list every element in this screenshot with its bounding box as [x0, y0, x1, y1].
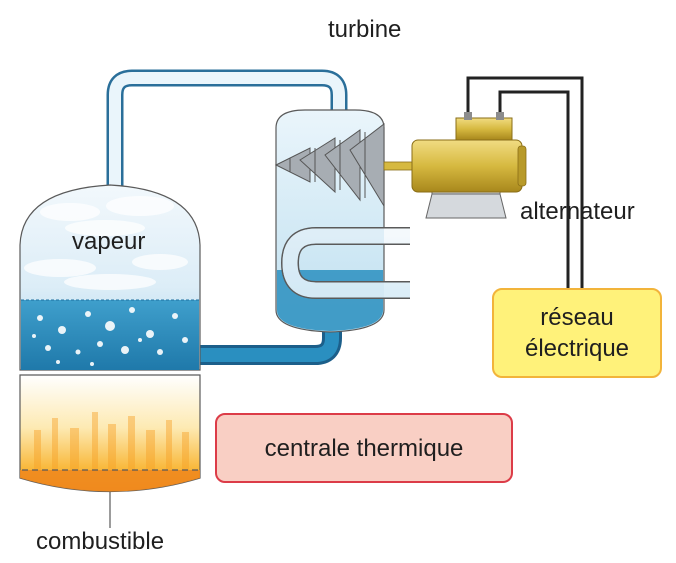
- boiler-water: [21, 300, 199, 370]
- alternator: [411, 112, 527, 219]
- reseau-line1: réseau: [540, 304, 614, 331]
- water-bubbles: [32, 307, 188, 366]
- alternateur-label: alternateur: [520, 198, 635, 225]
- steam-pipe: [106, 69, 348, 190]
- boiler: [19, 184, 201, 371]
- turbine-blades: [274, 122, 385, 208]
- turbine-label: turbine: [328, 16, 402, 43]
- centrale-thermique-box: centrale thermique: [215, 413, 513, 483]
- water-return-pipe: [200, 320, 342, 365]
- shaft: [383, 161, 413, 171]
- reseau-electrique-box: réseau électrique: [492, 288, 662, 378]
- vapeur-label: vapeur: [72, 228, 146, 255]
- turbine-vessel: [274, 109, 410, 333]
- flames: [34, 412, 189, 470]
- condenser-tube: [280, 227, 410, 299]
- furnace: [19, 374, 201, 528]
- combustible-label: combustible: [36, 528, 165, 555]
- reseau-line2: électrique: [524, 335, 630, 362]
- steam-clouds: [24, 196, 188, 290]
- electric-wires: [466, 76, 584, 290]
